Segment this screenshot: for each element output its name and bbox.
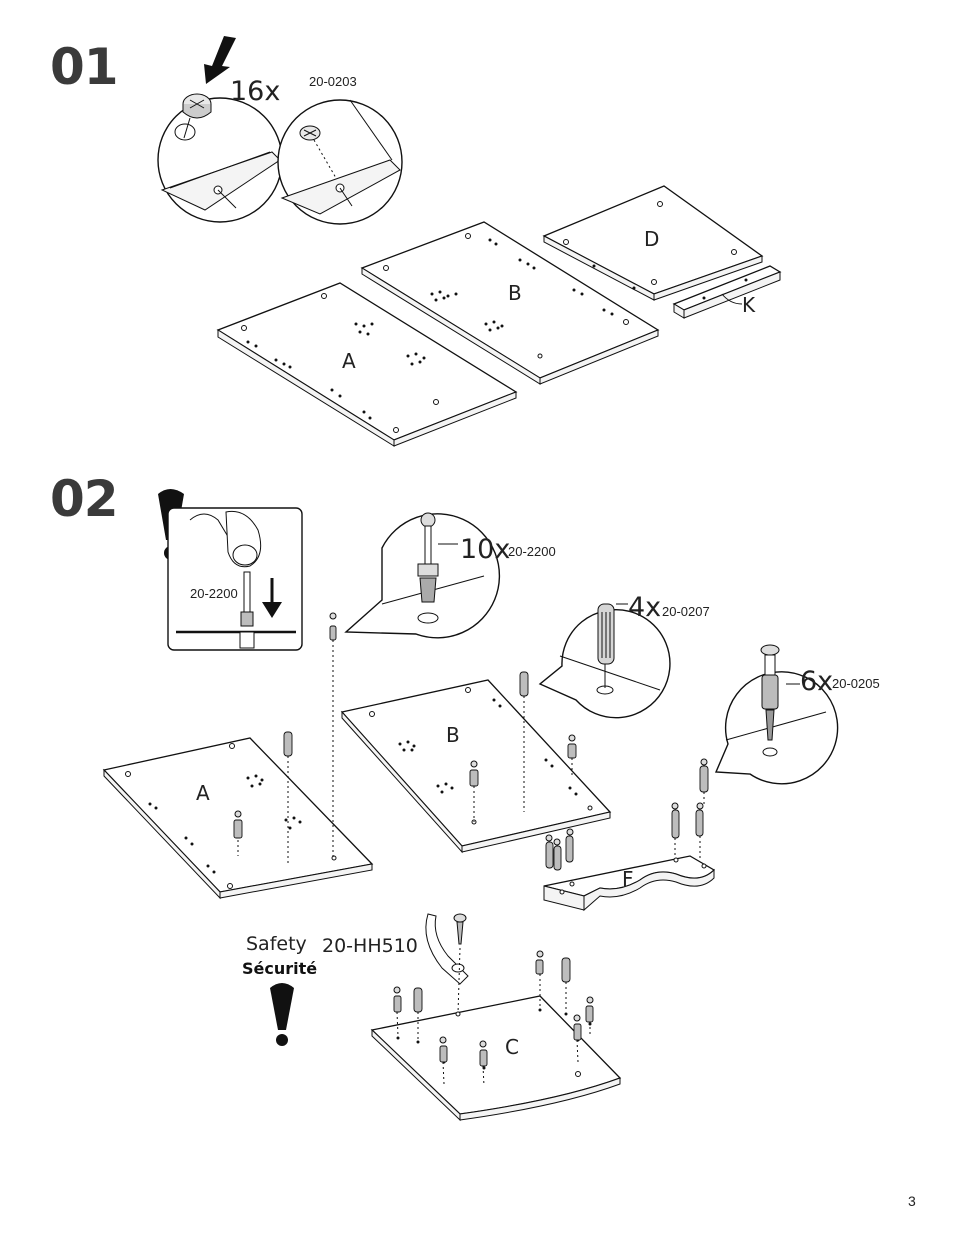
fasteners-panel-c: [393, 950, 594, 1087]
panel-a: [216, 282, 518, 447]
inset-hand-press-detail: [167, 507, 303, 651]
step-number-01: 01: [50, 38, 118, 96]
callout-dowel: [538, 603, 671, 719]
callout-1-qty: 10x: [460, 534, 510, 565]
panel-label-d: D: [644, 227, 659, 251]
callout-3-code: 20-0205: [832, 676, 880, 691]
safety-part-code: 20-HH510: [322, 935, 418, 957]
cam-lock-detail-left: [157, 93, 283, 223]
step-number-02: 02: [50, 470, 118, 528]
panel-label-k: K: [742, 293, 756, 317]
panel-label-a: A: [342, 349, 356, 373]
panel-c-assembly: [370, 995, 622, 1122]
down-arrow-icon: [262, 578, 282, 618]
callout-2-code: 20-0207: [662, 604, 710, 619]
cam-screw-icon: [760, 644, 780, 741]
step1-quantity: 16x: [230, 76, 280, 107]
step1-part-code: 20-0203: [309, 74, 357, 89]
panel-a-assembly: [102, 737, 374, 900]
callout-cam-bolt: [344, 512, 501, 639]
wood-dowel-icon: [597, 603, 615, 665]
fasteners-panel-b: [469, 671, 577, 822]
warning-exclamation-icon: [270, 983, 294, 1046]
panel-label-b-step2: B: [446, 723, 460, 747]
rail-k: [672, 265, 782, 319]
panel-label-c: C: [505, 1035, 519, 1059]
callout-screw: [714, 644, 839, 785]
panel-label-f: F: [622, 867, 634, 891]
callout-2-qty: 4x: [628, 592, 661, 623]
panel-label-a-step2: A: [196, 781, 210, 805]
screw-icon: [453, 913, 467, 1015]
callout-1-code: 20-2200: [508, 544, 556, 559]
callout-3-qty: 6x: [800, 666, 833, 697]
cam-lock-detail-right: [277, 99, 403, 225]
safety-label-en: Safety: [246, 933, 307, 955]
inset-part-code: 20-2200: [190, 586, 238, 601]
fasteners-rail-f: [545, 758, 709, 871]
panel-d: [542, 185, 764, 301]
safety-strap-icon: [425, 913, 469, 985]
page-number: 3: [908, 1193, 916, 1209]
safety-label-fr: Sécurité: [242, 959, 317, 978]
rail-f-assembly: [543, 855, 716, 912]
cam-bolt-icon: [417, 512, 439, 603]
cam-lock-icon: [174, 93, 212, 141]
panel-b: [360, 221, 660, 385]
fasteners-panel-a: [233, 612, 337, 866]
down-arrow-icon: [204, 36, 236, 84]
panel-label-b: B: [508, 281, 522, 305]
